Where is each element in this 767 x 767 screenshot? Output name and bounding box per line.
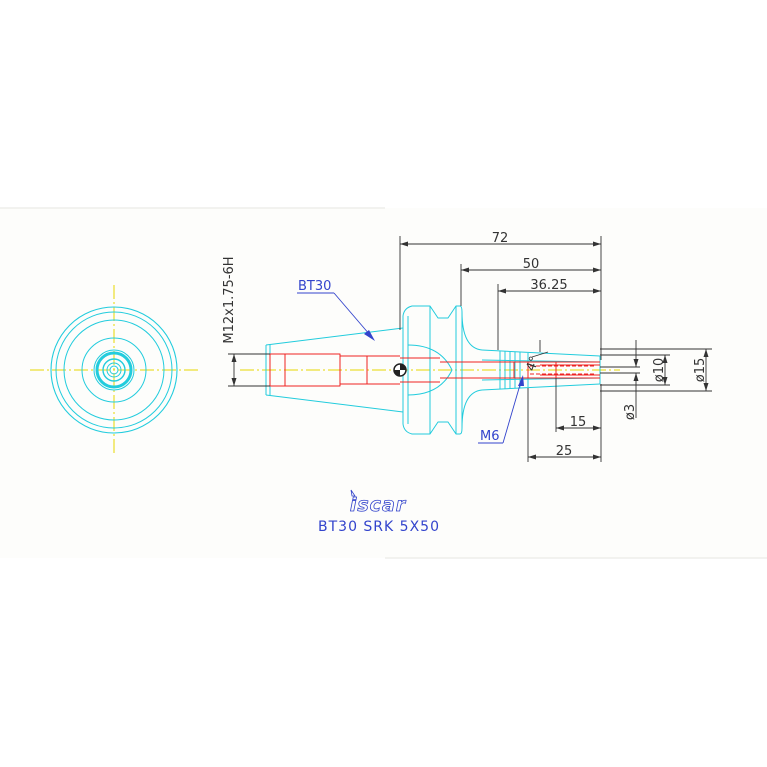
logo-text: iscar — [350, 494, 407, 516]
dim-length-36-25: 36.25 — [530, 278, 567, 293]
dim-length-15: 15 — [570, 415, 587, 430]
dim-diameter-15: ø15 — [693, 358, 708, 383]
dim-thread: M12x1.75-6H — [222, 256, 237, 343]
label-arrow-taper — [364, 330, 375, 341]
dimension-arrows — [231, 241, 709, 460]
dim-length-25: 25 — [556, 444, 573, 459]
sheet-frame — [0, 207, 767, 559]
gauge-point-marker — [393, 363, 407, 377]
brand-logo: iscar — [349, 489, 407, 516]
dim-length-50: 50 — [523, 257, 540, 272]
internal-bore-hidden — [269, 353, 600, 387]
flange-outline — [402, 305, 483, 435]
dim-angle: 4° — [524, 354, 543, 373]
dim-overall-length: 72 — [492, 231, 509, 246]
dim-diameter-3: ø3 — [623, 404, 638, 420]
part-name: BT30 SRK 5X50 — [318, 519, 440, 535]
label-arrow-screw — [518, 375, 524, 386]
side-view — [240, 305, 620, 435]
end-view — [30, 285, 200, 455]
label-taper: BT30 — [298, 279, 331, 294]
dim-diameter-10: ø10 — [652, 358, 667, 383]
label-leaders — [297, 292, 523, 444]
label-screw: M6 — [480, 429, 500, 444]
